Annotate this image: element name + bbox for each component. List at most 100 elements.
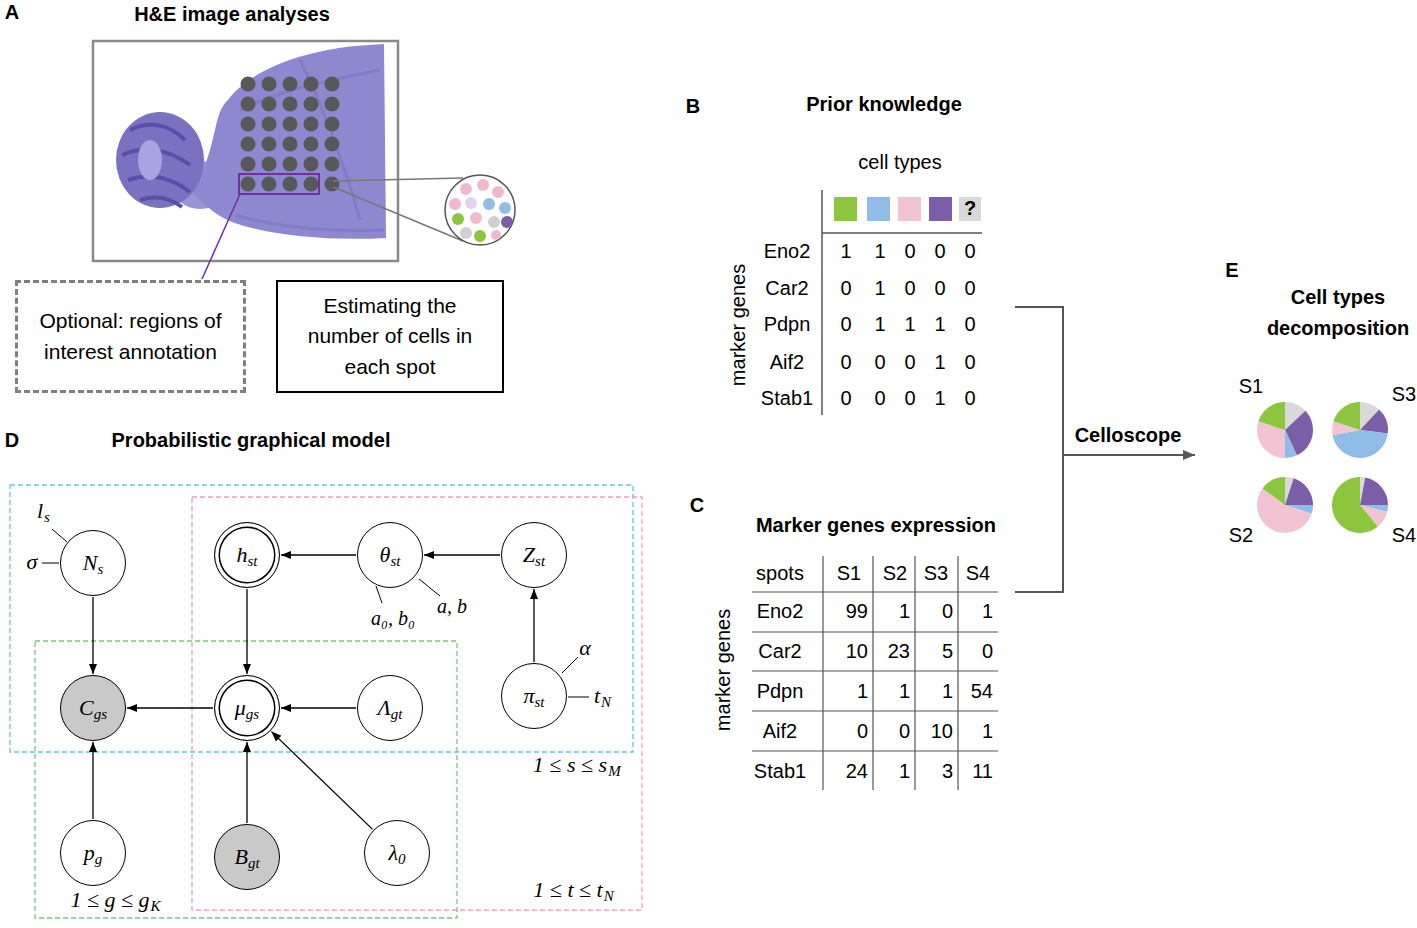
panel-title: Celloscope bbox=[1075, 423, 1182, 447]
variable-node: Λgt bbox=[357, 675, 423, 741]
variable-node: μgs bbox=[214, 675, 280, 741]
variable-symbol: N bbox=[83, 550, 98, 576]
arrow-connector bbox=[92, 742, 93, 819]
variable-subscript: st bbox=[535, 553, 545, 570]
variable-symbol: C bbox=[79, 695, 94, 721]
variable-subscript: g bbox=[95, 851, 103, 868]
arrow-connector bbox=[281, 707, 356, 708]
step-box: Optional: regions of interest annotation bbox=[15, 280, 246, 393]
panel-title: H&E image analyses bbox=[134, 2, 330, 26]
table-cell: S3 bbox=[924, 561, 948, 585]
table-cell: 0 bbox=[964, 312, 975, 336]
variable-subscript: gs bbox=[246, 706, 259, 723]
panel-letter: ? bbox=[964, 196, 976, 220]
table-cell: 0 bbox=[904, 350, 915, 374]
table-cell: 1 bbox=[904, 312, 915, 336]
variable-subscript: gt bbox=[391, 706, 403, 723]
math-label: 1 ≤ g ≤ g bbox=[70, 887, 149, 913]
pie-slice bbox=[1333, 430, 1388, 458]
table-cell: S3 bbox=[1392, 382, 1416, 406]
pie-slice bbox=[1285, 478, 1313, 505]
arrow-connector bbox=[424, 554, 500, 555]
panel-letter: B bbox=[686, 94, 700, 118]
merge-bracket bbox=[1015, 307, 1063, 592]
table-cell: 3 bbox=[942, 759, 953, 783]
table-cell: 0 bbox=[942, 599, 953, 623]
subscript: N bbox=[604, 887, 614, 905]
table-cell: Stab1 bbox=[761, 386, 813, 410]
variable-node: Zst bbox=[501, 522, 567, 588]
subscript: N bbox=[601, 693, 611, 711]
table-cell: Eno2 bbox=[764, 239, 811, 263]
arrow-connector bbox=[271, 732, 372, 830]
table-cell: 0 bbox=[982, 639, 993, 663]
table-cell: S2 bbox=[1229, 523, 1253, 547]
math-label: σ bbox=[27, 549, 38, 575]
table-cell: 0 bbox=[840, 386, 851, 410]
arrow-connector bbox=[246, 742, 247, 823]
table-cell: S4 bbox=[966, 561, 990, 585]
table-cell: 23 bbox=[888, 639, 910, 663]
table-cell: Car2 bbox=[758, 639, 801, 663]
variable-node: hst bbox=[214, 522, 280, 588]
variable-node: Cgs bbox=[60, 675, 126, 741]
table-cell: 0 bbox=[840, 276, 851, 300]
variable-subscript: gt bbox=[248, 855, 260, 872]
variable-node: Ns bbox=[60, 530, 126, 596]
roi-rectangle bbox=[239, 174, 319, 194]
table-cell: 1 bbox=[874, 312, 885, 336]
panel-title: Prior knowledge bbox=[806, 92, 962, 116]
variable-node: πst bbox=[501, 663, 567, 729]
table-cell: 1 bbox=[982, 719, 993, 743]
table-cell: 0 bbox=[964, 386, 975, 410]
box-text: Estimating the number of cells in each s… bbox=[288, 291, 492, 382]
table-cell: 1 bbox=[934, 386, 945, 410]
panel-title: Marker genes expression bbox=[756, 513, 996, 537]
table-cell: 11 bbox=[972, 759, 993, 783]
table-cell: 0 bbox=[964, 276, 975, 300]
variable-symbol: π bbox=[523, 683, 534, 709]
variable-symbol: μ bbox=[235, 695, 246, 721]
variable-symbol: θ bbox=[380, 542, 391, 568]
math-label: 1 ≤ s ≤ s bbox=[533, 752, 607, 778]
roi-leader bbox=[202, 194, 240, 279]
table-cell: 0 bbox=[840, 350, 851, 374]
table-cell: Aif2 bbox=[763, 719, 797, 743]
table-cell: 1 bbox=[840, 239, 851, 263]
table-cell: 0 bbox=[874, 386, 885, 410]
table-cell: 0 bbox=[840, 312, 851, 336]
variable-node: pg bbox=[60, 820, 126, 886]
table-cell: S1 bbox=[837, 561, 861, 585]
pie-slice bbox=[1258, 402, 1285, 430]
table-cell: 10 bbox=[846, 639, 868, 663]
variable-node: λ0 bbox=[364, 820, 430, 886]
table-cell: S4 bbox=[1392, 523, 1416, 547]
math-label: t bbox=[594, 683, 600, 709]
arrow-connector bbox=[533, 589, 534, 662]
table-cell: 1 bbox=[874, 276, 885, 300]
table-cell: marker genes bbox=[726, 264, 750, 386]
table-cell: S1 bbox=[1239, 374, 1263, 398]
subscript: K bbox=[151, 897, 161, 915]
magnifier bbox=[333, 175, 515, 245]
panel-letter: C bbox=[690, 493, 704, 517]
math-label: 1 ≤ t ≤ t bbox=[533, 877, 602, 903]
math-label: α bbox=[579, 635, 591, 661]
subscript: s bbox=[44, 508, 50, 526]
table-cell: 1 bbox=[899, 679, 910, 703]
plates bbox=[10, 485, 642, 918]
table-cell: 0 bbox=[934, 239, 945, 263]
arrow-connector bbox=[127, 707, 213, 708]
variable-subscript: st bbox=[535, 694, 545, 711]
table-cell: 99 bbox=[846, 599, 868, 623]
table-cell: Aif2 bbox=[770, 350, 804, 374]
table-cell: 1 bbox=[899, 599, 910, 623]
math-label: l bbox=[37, 498, 43, 524]
subscript: M bbox=[608, 762, 621, 780]
table-cell: 5 bbox=[942, 639, 953, 663]
tissue-section bbox=[116, 44, 386, 239]
table-cell: 1 bbox=[982, 599, 993, 623]
